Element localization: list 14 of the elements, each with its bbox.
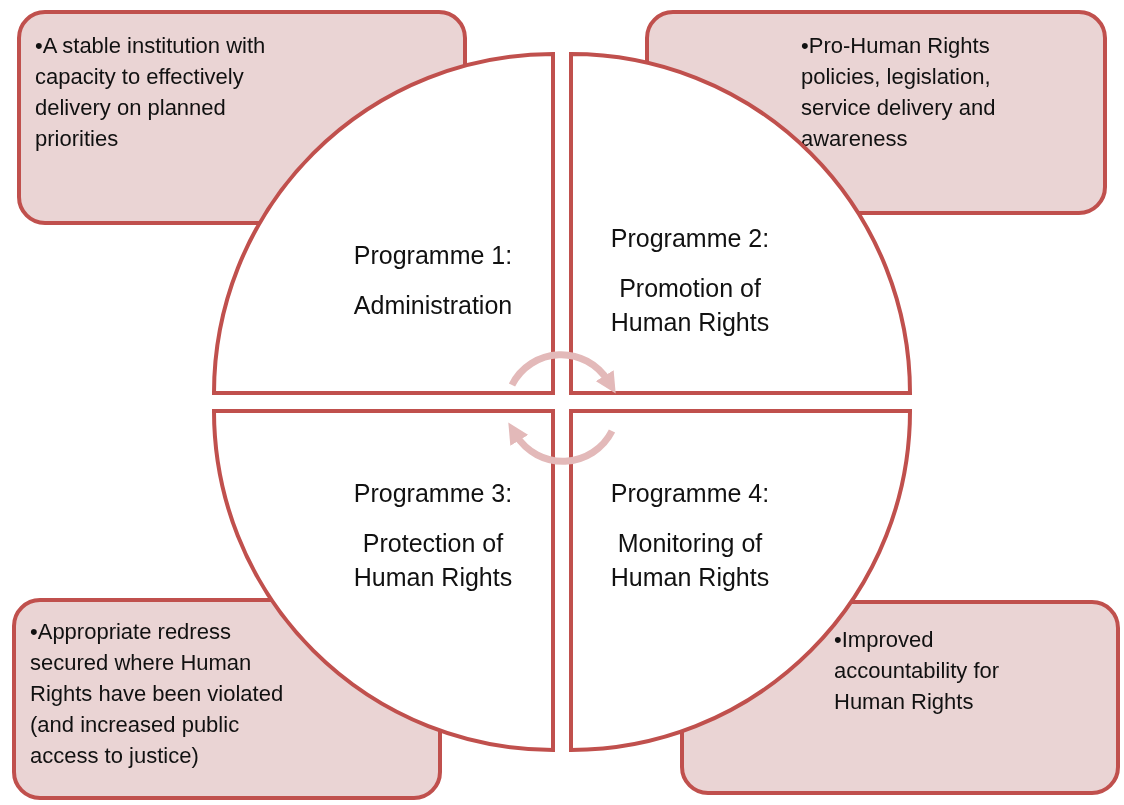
curved-arrow bbox=[508, 351, 617, 394]
programme-number-label: Programme 1: bbox=[353, 240, 513, 271]
outcome-text: •Pro-Human Rights policies, legislation, service delivery and awareness bbox=[801, 32, 997, 153]
curved-arrow bbox=[507, 422, 616, 465]
programme-number-label: Programme 2: bbox=[610, 223, 770, 254]
outcome-text: •A stable institution with capacity to effectively delivery on planned priorities bbox=[35, 32, 267, 153]
programme-name-label: Administration bbox=[353, 290, 513, 321]
programme-number-label: Programme 3: bbox=[353, 478, 513, 509]
programme-name-label: Protection of Human Rights bbox=[352, 528, 514, 593]
programme-name-label: Monitoring of Human Rights bbox=[609, 528, 771, 593]
programme-name-label: Promotion of Human Rights bbox=[609, 273, 771, 338]
outcome-text: •Appropriate redress secured where Human Rights have been violated (and increased public access to justice) bbox=[30, 618, 285, 770]
programme-number-label: Programme 4: bbox=[610, 478, 770, 509]
outcome-text: •Improved accountability for Human Rights bbox=[834, 626, 1001, 716]
